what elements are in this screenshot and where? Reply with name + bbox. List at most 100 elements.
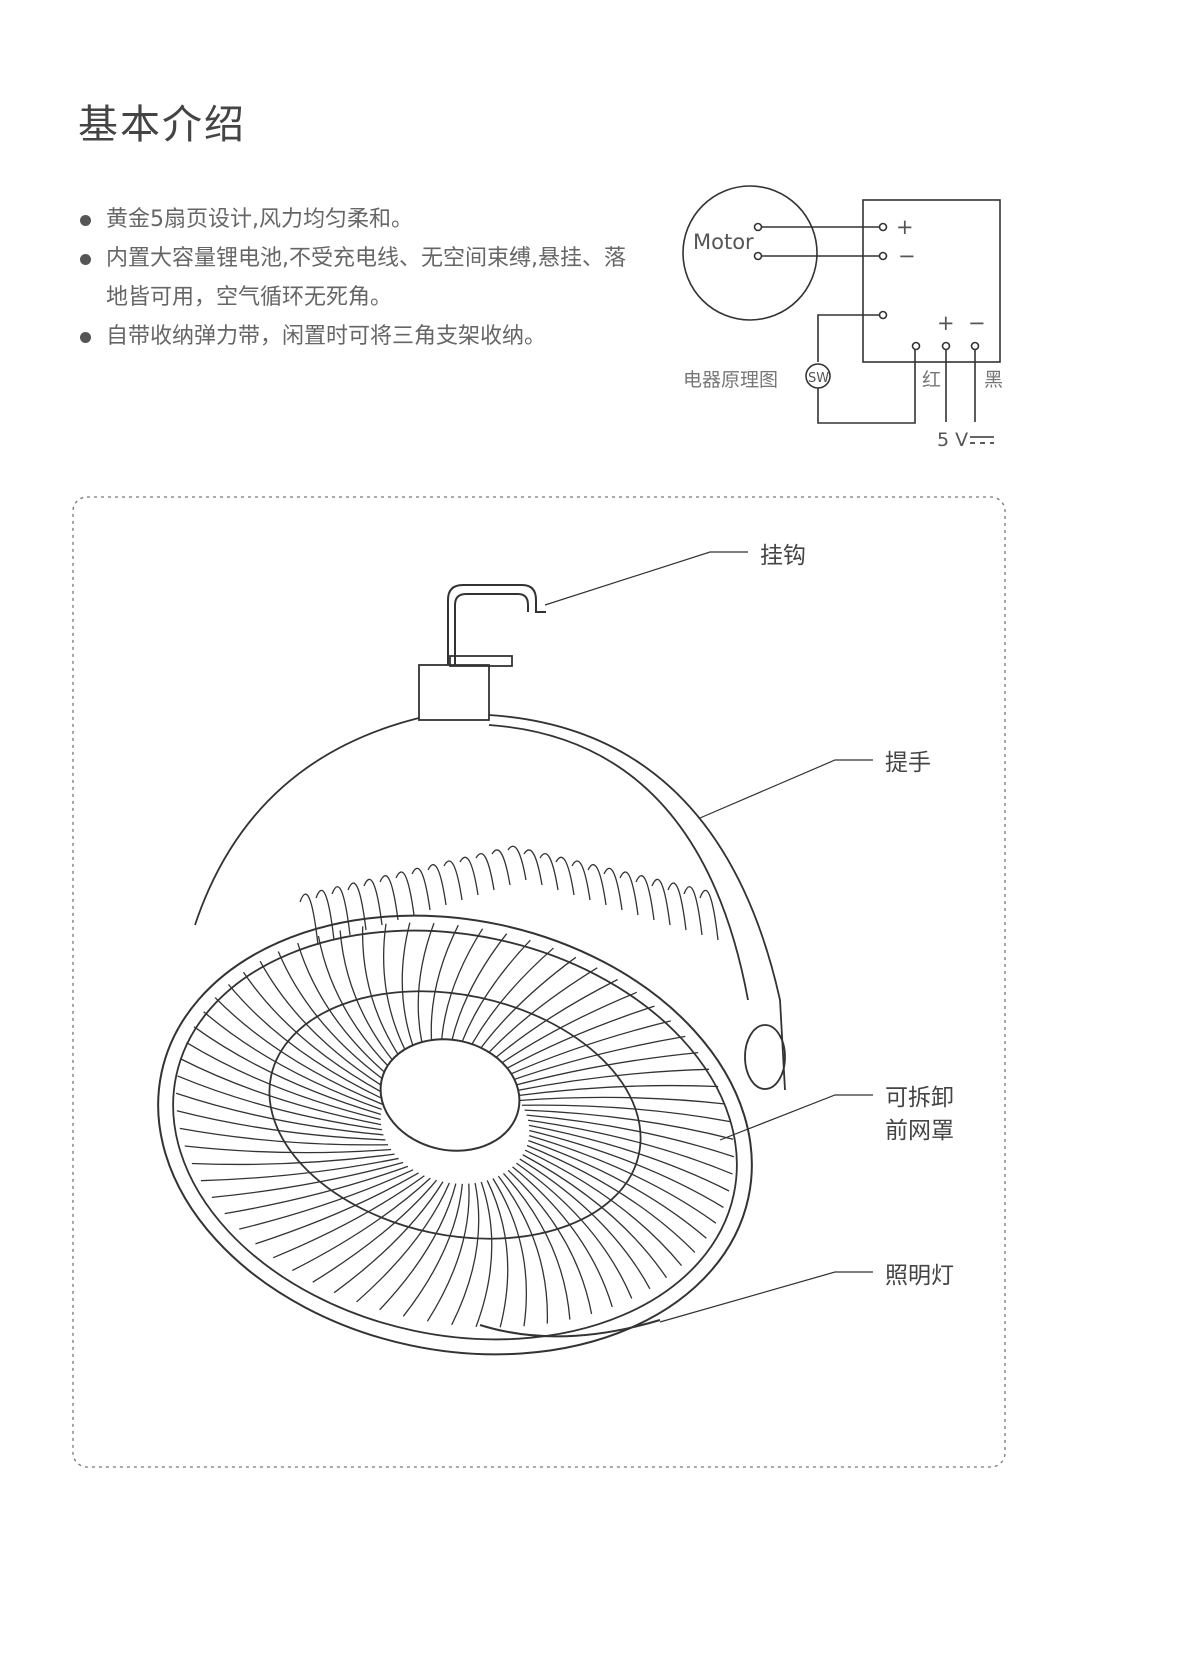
grille-blade <box>333 1181 444 1294</box>
grille-blade <box>312 1179 438 1283</box>
callout-grille-line2: 前网罩 <box>885 1118 954 1144</box>
switch-label: SW <box>808 371 829 386</box>
grille-blade <box>492 1178 528 1327</box>
grille-blade <box>502 1172 571 1320</box>
minus-label: − <box>898 244 916 268</box>
rear-grille-bar <box>347 882 367 931</box>
grille-blade <box>526 1144 696 1253</box>
grille-blade <box>184 1145 392 1154</box>
rear-grille-bar <box>683 886 703 936</box>
grille-blade <box>277 951 394 1088</box>
grille-blade <box>516 1162 633 1299</box>
grille-blade <box>528 1139 707 1239</box>
handle-knob <box>744 1024 786 1090</box>
rear-grille-bar <box>699 890 719 941</box>
rear-grille-bar <box>459 856 479 896</box>
grille-blade <box>512 1166 613 1308</box>
grille-blade <box>379 1183 457 1311</box>
handle-left <box>194 717 420 926</box>
grille-blade <box>526 1114 735 1158</box>
grille-blade <box>214 997 384 1106</box>
callout-light: 照明灯 <box>885 1263 954 1289</box>
grille-blade <box>491 1005 655 1078</box>
grille-blade <box>193 1026 382 1116</box>
grille-blade <box>524 1109 734 1140</box>
rear-grille-bar <box>315 890 335 941</box>
rear-grille-bar <box>555 856 575 896</box>
grille-blade <box>451 1182 480 1326</box>
inner-ring <box>268 990 642 1240</box>
front-ring <box>157 914 753 1356</box>
grille-blade <box>200 1157 399 1182</box>
grille-blade <box>507 1169 593 1315</box>
rear-grille-bar <box>587 864 607 906</box>
grille-blade <box>259 960 391 1092</box>
black-wire-label: 黑 <box>984 369 1003 391</box>
voltage-label: 5 V <box>937 429 968 451</box>
grille-blade <box>191 1153 395 1166</box>
grille-blade <box>292 1177 431 1272</box>
light <box>479 1319 661 1338</box>
hook-base <box>418 664 490 721</box>
grille-blade <box>272 1175 425 1259</box>
diagram-caption: 电器原理图 <box>683 369 778 391</box>
handle-right <box>488 714 786 1091</box>
grille-blade <box>203 1011 382 1111</box>
callout-grille-line1: 可拆卸 <box>885 1085 954 1111</box>
grille-blade <box>175 1092 384 1136</box>
rear-grille-bar <box>507 845 527 881</box>
rear-grille-bar <box>363 878 383 926</box>
grille-blade <box>317 935 403 1081</box>
grille-blade <box>356 1182 450 1303</box>
grille-blade <box>522 1154 668 1279</box>
grille-blade <box>529 1129 724 1208</box>
rear-grille-bar <box>475 852 495 891</box>
hook <box>447 584 546 665</box>
rear-grille-bar <box>619 871 639 916</box>
grille-blade <box>501 1035 686 1085</box>
grille-blade <box>524 1149 683 1267</box>
grille-blade <box>515 1084 719 1097</box>
grille-blade <box>475 1181 493 1328</box>
grille-blade <box>227 983 386 1101</box>
grille-blade <box>211 1161 404 1199</box>
grille-blade <box>224 1165 409 1215</box>
grille-blade <box>426 1183 470 1322</box>
grille-blade <box>486 1180 509 1328</box>
circuit-diagram: Motor + − + − 电器原理图 SW 红 黑 5 V <box>682 185 1003 451</box>
rear-grille-bar <box>411 867 431 911</box>
hub <box>379 1038 521 1152</box>
grille-blade <box>506 1051 699 1089</box>
grille-blade <box>179 1127 388 1146</box>
rear-grille-bar <box>379 875 399 921</box>
plus-label: + <box>896 215 914 239</box>
grille-blade <box>242 971 388 1096</box>
grille-blade <box>528 1124 730 1192</box>
grille-blade <box>518 1096 726 1105</box>
grille-blade <box>177 1075 383 1131</box>
grille-blade <box>496 1020 671 1081</box>
rear-grille-bar <box>491 849 511 886</box>
grille-blade <box>297 942 398 1084</box>
red-wire-label: 红 <box>922 369 941 391</box>
grille-blade <box>239 1169 414 1230</box>
callout-hook: 挂钩 <box>760 543 806 569</box>
grille-blade <box>519 1158 651 1290</box>
grille-blade <box>522 1104 731 1123</box>
feature-item: 黄金5扇页设计,风力均匀柔和。 <box>80 200 640 239</box>
illustration-frame <box>72 496 1006 1468</box>
grille-blade <box>527 1119 733 1175</box>
rear-grille-bar <box>427 864 447 906</box>
plus-label: + <box>937 311 955 335</box>
minus-label: − <box>968 311 986 335</box>
rear-grille-bar <box>331 886 351 936</box>
rear-grille-bar <box>651 878 671 926</box>
feature-item: 内置大容量锂电池,不受充电线、无空间束缚,悬挂、落地皆可用，空气循环无死角。 <box>80 239 640 317</box>
grille-blade <box>186 1042 381 1121</box>
page-title: 基本介绍 <box>78 102 246 148</box>
rear-grille-bar <box>299 893 319 946</box>
rear-grille-bar <box>667 882 687 931</box>
feature-item: 自带收纳弹力带，闲置时可将三角支架收纳。 <box>80 317 640 356</box>
